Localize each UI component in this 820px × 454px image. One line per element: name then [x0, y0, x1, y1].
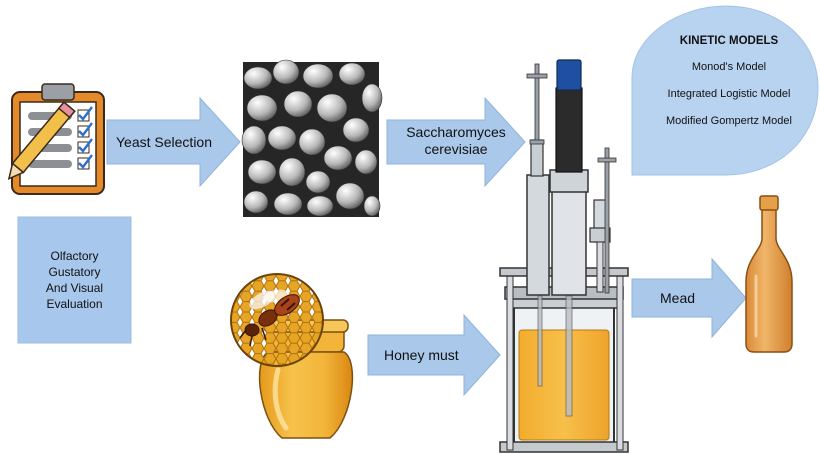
evaluation-line-4: Evaluation [46, 297, 103, 311]
kinetic-models-list: KINETIC MODELS Monod's Model Integrated … [640, 34, 818, 141]
honey-must-label: Honey must [384, 347, 459, 363]
arrow-honey-must [367, 313, 501, 397]
honey-jar-bee-icon [230, 273, 354, 439]
kinetic-model-logistic: Integrated Logistic Model [667, 88, 791, 100]
saccharomyces-label: Saccharomyces cerevisiae [396, 124, 516, 158]
kinetic-model-monod: Monod's Model [691, 61, 767, 73]
arrow-yeast-selection [106, 96, 241, 188]
yeast-micrograph-image [241, 59, 383, 217]
saccharomyces-label-line1: Saccharomyces [406, 124, 506, 140]
saccharomyces-label-line2: cerevisiae [424, 141, 488, 157]
kinetic-models-title: KINETIC MODELS [679, 35, 779, 47]
evaluation-line-1: Olfactory [50, 249, 99, 263]
evaluation-line-2: Gustatory [48, 265, 101, 279]
bioreactor-icon [499, 59, 629, 453]
arrow-mead [631, 257, 747, 339]
mead-label: Mead [660, 290, 696, 306]
mead-bottle-icon [745, 195, 793, 353]
kinetic-models-bubble [631, 5, 819, 176]
kinetic-model-gompertz: Modified Gompertz Model [666, 115, 792, 127]
yeast-selection-label: Yeast Selection [116, 134, 212, 150]
clipboard-checklist-icon [7, 83, 105, 195]
arrow-saccharomyces [386, 96, 526, 188]
evaluation-line-3: And Visual [45, 281, 104, 295]
evaluation-box [17, 216, 132, 344]
evaluation-box-text: Olfactory Gustatory And Visual Evaluatio… [18, 217, 131, 343]
